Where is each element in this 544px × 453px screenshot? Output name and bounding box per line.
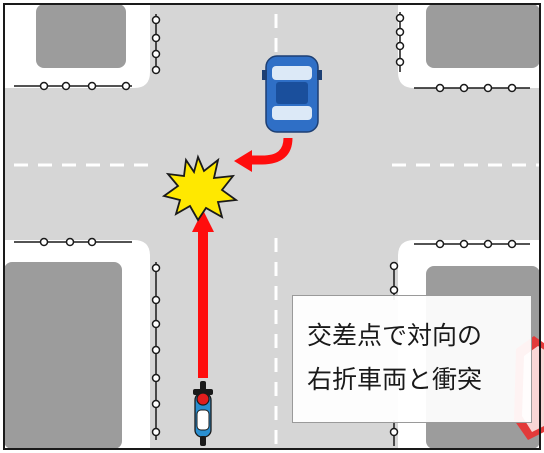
caption-line-2: 右折車両と衝突	[307, 365, 483, 394]
lane-markings	[14, 14, 540, 449]
caption-line-1: 交差点で対向の	[307, 321, 483, 350]
arrow-right-turn-icon	[234, 137, 293, 172]
arrow-up-icon	[192, 210, 214, 378]
block-top-right	[426, 4, 540, 68]
collision-burst-icon	[161, 154, 239, 222]
motorcycle-icon	[193, 381, 213, 446]
frame-border	[3, 3, 541, 450]
car-icon	[262, 55, 322, 133]
block-top-left	[36, 4, 126, 68]
caption-box: 交差点で対向の 右折車両と衝突	[292, 295, 532, 423]
curb-markers	[14, 12, 530, 446]
block-bottom-left	[4, 262, 122, 449]
